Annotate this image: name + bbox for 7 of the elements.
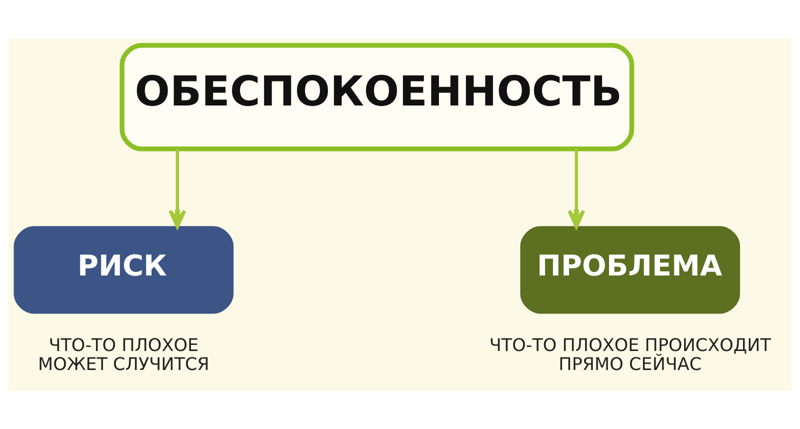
node-label: ЧТО-ТО ПЛОХОЕ ПРОИСХОДИТ ПРЯМО СЕЙЧАС	[489, 335, 771, 374]
arrow	[568, 148, 586, 228]
node-box: ОБЕСПОКОЕННОСТЬ	[120, 42, 634, 151]
node-label: ЧТО-ТО ПЛОХОЕ МОЖЕТ СЛУЧИТСЯ	[38, 335, 210, 374]
arrow	[168, 148, 186, 228]
node-box: РИСК	[14, 226, 234, 314]
node-box: ПРОБЛЕМА	[520, 226, 740, 314]
